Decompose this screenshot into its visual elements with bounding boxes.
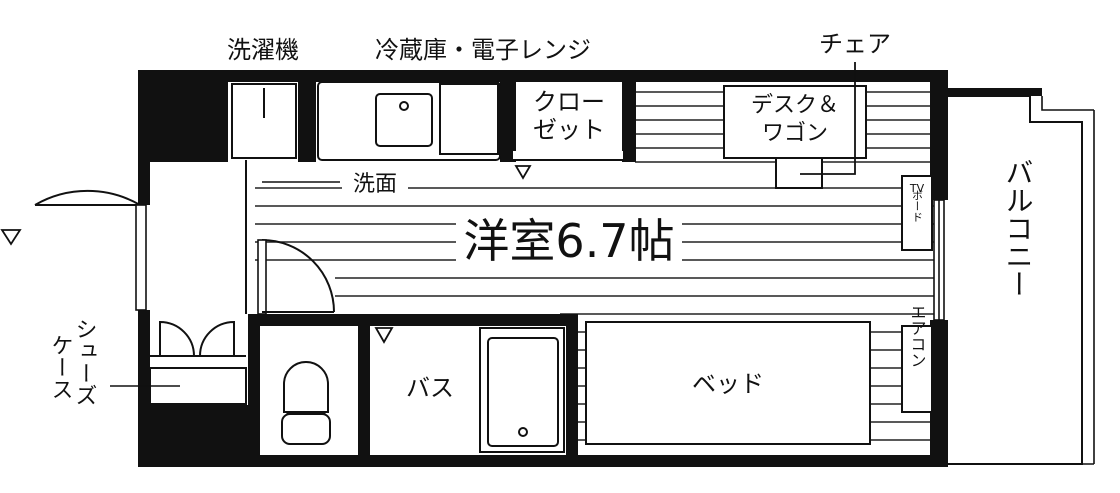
shoe-case — [110, 320, 247, 405]
washbasin-counter — [317, 81, 501, 161]
closet-label: クロー ゼット — [533, 88, 605, 144]
walls — [138, 70, 1042, 467]
toilet — [262, 326, 358, 454]
washer-label: 洗濯機 — [227, 36, 299, 64]
balcony-window — [933, 199, 945, 321]
closet-label-2: ゼット — [533, 116, 605, 144]
entrance-marker — [0, 229, 22, 246]
balcony-label: バルコニー — [1002, 158, 1035, 298]
interior-door — [257, 239, 335, 315]
closet — [516, 82, 622, 152]
shoe-case-label-2: ケース — [48, 334, 73, 400]
desk-label-2: ワゴン — [762, 121, 828, 146]
bath-label: バス — [406, 374, 454, 402]
washbasin-label: 洗面 — [353, 172, 397, 197]
tv-board: TV ボード — [901, 175, 933, 251]
entrance-door — [34, 190, 147, 311]
washer — [231, 83, 297, 159]
room-label: 洋室6.7帖 — [463, 214, 674, 268]
bath-door-marker — [374, 327, 394, 344]
aircon-label: エアコン — [908, 304, 927, 368]
tv-label-1: TV — [909, 182, 925, 195]
chair-leader-line — [800, 62, 856, 175]
chair — [775, 157, 823, 189]
closet-door-marker — [514, 165, 532, 180]
washbasin-label-bg — [342, 168, 408, 196]
bathroom: バス — [370, 326, 566, 454]
desk-label-1: デスク＆ — [751, 93, 839, 118]
room-label-bg — [456, 212, 682, 266]
tv-label-2: ボード — [911, 189, 924, 222]
chair-label: チェア — [819, 30, 891, 58]
aircon: エアコン — [901, 304, 933, 413]
fridge-range-label: 冷蔵庫・電子レンジ — [375, 36, 591, 64]
bed: ベッド — [585, 321, 871, 445]
balcony: バルコニー — [948, 95, 1095, 465]
shoe-case-label-1: シューズ — [72, 318, 97, 406]
desk-wagon: デスク＆ ワゴン — [723, 85, 867, 159]
closet-label-1: クロー — [533, 88, 605, 116]
bed-label: ベッド — [692, 370, 764, 398]
